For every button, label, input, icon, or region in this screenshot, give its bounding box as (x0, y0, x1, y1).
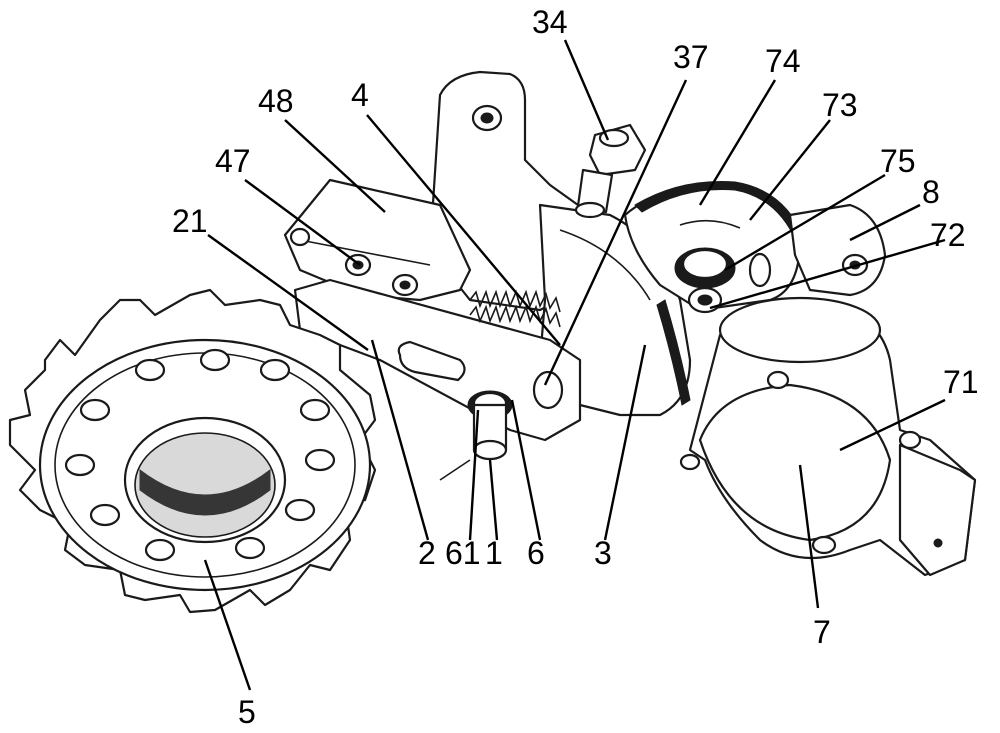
label-73: 73 (822, 87, 858, 123)
label-48: 48 (258, 83, 294, 119)
label-2: 2 (418, 535, 436, 571)
leader-73 (750, 120, 830, 220)
label-75: 75 (880, 143, 916, 179)
leader-1 (490, 460, 497, 540)
bolt-34 (576, 125, 645, 217)
label-72: 72 (930, 217, 966, 253)
label-3: 3 (594, 535, 612, 571)
label-71: 71 (943, 364, 979, 400)
label-4: 4 (351, 77, 369, 113)
ring-wheel-5 (10, 290, 375, 612)
label-37: 37 (673, 39, 709, 75)
label-61: 61 (445, 535, 481, 571)
label-47: 47 (215, 143, 251, 179)
label-5: 5 (238, 694, 256, 730)
leader-34 (565, 40, 608, 140)
label-6: 6 (527, 535, 545, 571)
label-34: 34 (532, 4, 568, 40)
label-8: 8 (922, 174, 940, 210)
label-74: 74 (765, 43, 801, 79)
label-21: 21 (172, 203, 208, 239)
label-7: 7 (813, 614, 831, 650)
label-1: 1 (485, 535, 503, 571)
motor-7 (681, 298, 975, 575)
